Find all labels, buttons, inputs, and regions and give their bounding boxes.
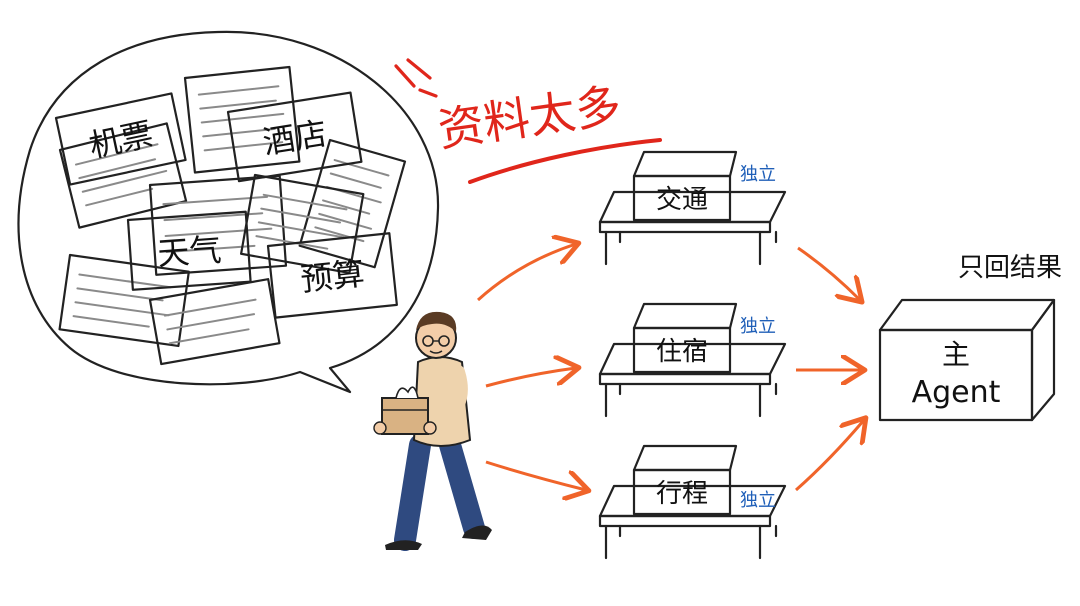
subtask-box [632,174,732,222]
person-shoe [385,540,422,550]
desk-edge [598,514,772,528]
person-hair [416,311,457,332]
card-weather: 天气 [126,210,252,291]
subtask-box [632,468,732,516]
person-arm [425,365,468,435]
subtask-name: 住宿 [656,337,708,367]
box-lid [632,150,738,178]
main-agent-caption: 只回结果 [958,253,1062,283]
independent-tag: 独立 [740,164,776,185]
independent-tag: 独立 [740,490,776,511]
paper-pile: 机票 酒店 天气 预算 [54,65,407,366]
ticket-label: 机票 [86,115,157,165]
desk-edge [598,220,772,234]
subtask-desk: 住宿 独立 [598,302,787,418]
arrow-to-lodging [485,368,576,388]
arrow-to-itinerary [485,460,586,490]
arrow-transport-to-agent [797,246,860,300]
independent-tag: 独立 [740,316,776,337]
hotel-label: 酒店 [260,114,329,162]
card-budget: 预算 [266,232,398,319]
desk-edge [598,372,772,386]
person-leg [439,434,485,539]
arrow-to-transport [476,244,576,302]
weather-label: 天气 [156,231,223,273]
tissue-icon [395,386,419,399]
person-shoe [462,525,492,540]
main-agent-line2: Agent [912,375,1001,410]
emphasis-stroke [394,64,416,88]
headline-group: 资料太多 [394,58,662,184]
subtask-box [632,326,732,374]
emphasis-stroke [406,58,432,80]
headline-text: 资料太多 [435,78,625,157]
main-agent-line1: 主 [942,338,970,371]
arrow-itinerary-to-agent [795,420,864,492]
person-leg [394,434,431,551]
speech-bubble [17,30,440,394]
main-agent-box: 只回结果 主 Agent [878,253,1062,422]
person-carrying-box [373,311,492,551]
subtask-name: 行程 [656,479,708,509]
arrows [476,244,864,492]
headline-underline [468,138,662,184]
box-lid [632,302,738,330]
emphasis-stroke [418,88,438,98]
subtask-name: 交通 [656,185,708,215]
box-icon [381,397,429,435]
box-lid [632,444,738,472]
subtask-desks: 交通独立住宿独立行程独立 [598,150,787,560]
subtask-desk: 交通 独立 [598,150,787,266]
subtask-desk: 行程 独立 [598,444,787,560]
budget-label: 预算 [299,254,367,298]
card-hotel: 酒店 [226,91,363,183]
